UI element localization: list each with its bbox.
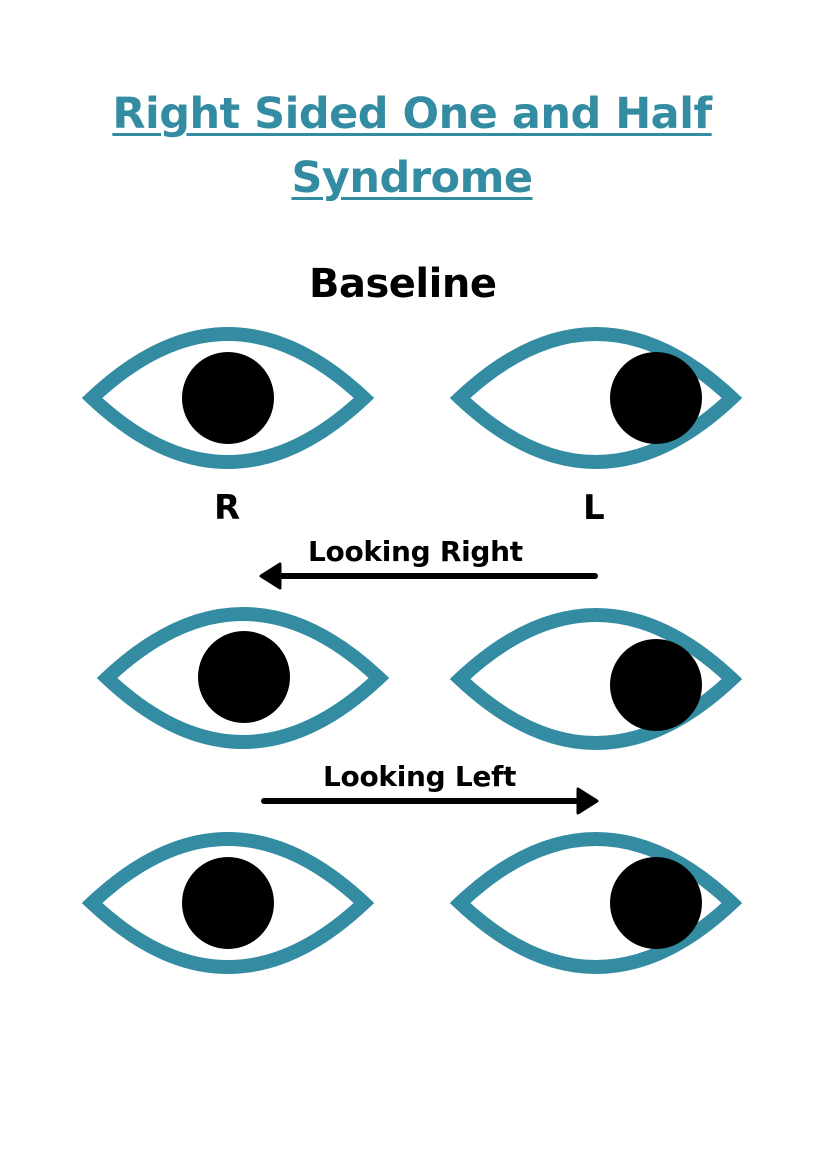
right-eye-label: R [214,488,241,528]
pupil-icon [182,352,274,444]
left-eye-label: L [583,488,605,528]
looking-left-heading: Looking Left [323,760,517,793]
title-line-2: Syndrome [291,153,533,203]
pupil-icon [182,857,274,949]
pupil-icon [610,352,702,444]
looking-left-right-eye-icon [81,832,375,974]
baseline-right-eye-icon [81,327,375,469]
pupil-icon [610,857,702,949]
page-title: Right Sided One and Half Syndrome [0,82,824,210]
looking-right-heading: Looking Right [308,535,523,568]
looking-left-left-eye-icon [449,832,743,974]
arrow-right-icon [261,787,599,815]
title-line-1: Right Sided One and Half [112,89,712,139]
pupil-icon [198,631,290,723]
pupil-icon [610,639,702,731]
looking-right-right-eye-icon [96,607,390,749]
baseline-left-eye-icon [449,327,743,469]
baseline-heading: Baseline [309,261,497,307]
looking-right-left-eye-icon [449,608,743,750]
arrow-left-icon [259,562,598,590]
